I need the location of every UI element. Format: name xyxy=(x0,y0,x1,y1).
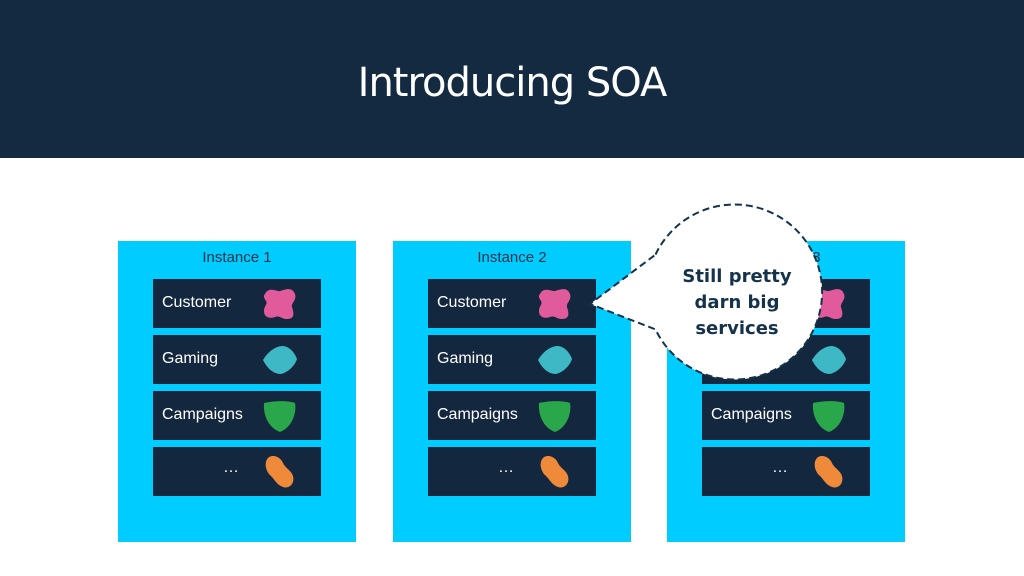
orange-blob-icon xyxy=(814,455,843,488)
green-blob-icon xyxy=(812,401,845,432)
service-label: Campaigns xyxy=(711,406,792,423)
slide-title: Introducing SOA xyxy=(357,60,668,106)
service-label: … xyxy=(772,459,788,476)
callout-line-2: darn big xyxy=(694,292,780,313)
service-box: Gaming xyxy=(702,335,870,384)
service-box: … xyxy=(428,447,596,496)
service-label: Gaming xyxy=(162,350,219,367)
service-label: Campaigns xyxy=(162,406,243,423)
service-label: … xyxy=(498,459,514,476)
service-box: … xyxy=(153,447,321,496)
teal-blob-icon xyxy=(538,346,572,374)
teal-blob-icon xyxy=(263,346,297,374)
pink-blob-icon xyxy=(263,289,296,319)
instance-label: Instance 1 xyxy=(202,249,272,266)
service-box: Campaigns xyxy=(702,391,870,440)
green-blob-icon xyxy=(263,401,296,432)
orange-blob-icon xyxy=(265,455,294,488)
service-box: Gaming xyxy=(153,335,321,384)
service-box: Customer xyxy=(153,279,321,328)
service-label: Campaigns xyxy=(437,406,518,423)
callout-text: Still pretty darn big services xyxy=(662,264,812,342)
service-label: Customer xyxy=(437,294,507,311)
callout-line-3: services xyxy=(695,318,779,339)
service-box: Gaming xyxy=(428,335,596,384)
instance-label: Instance 2 xyxy=(477,249,547,266)
service-label: Gaming xyxy=(437,350,494,367)
pink-blob-icon xyxy=(812,289,845,319)
service-box: … xyxy=(702,447,870,496)
orange-blob-icon xyxy=(540,455,569,488)
service-box: Campaigns xyxy=(153,391,321,440)
pink-blob-icon xyxy=(538,289,571,319)
callout-line-1: Still pretty xyxy=(682,266,792,287)
service-box: Customer xyxy=(428,279,596,328)
green-blob-icon xyxy=(538,401,571,432)
service-box: Campaigns xyxy=(428,391,596,440)
service-label: Customer xyxy=(162,294,232,311)
title-bar: Introducing SOA xyxy=(0,0,1024,158)
service-label: Gaming xyxy=(711,350,768,367)
teal-blob-icon xyxy=(812,346,846,374)
service-label: … xyxy=(223,459,239,476)
